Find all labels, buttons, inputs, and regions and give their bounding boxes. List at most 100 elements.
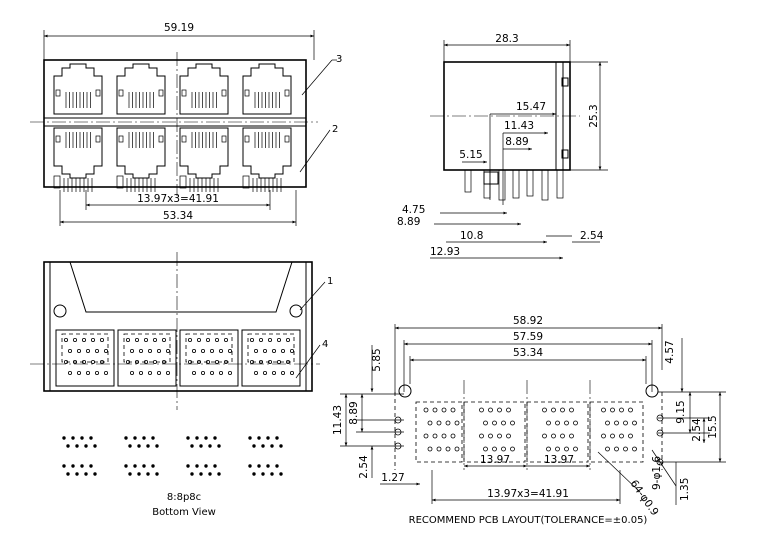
- bottom-module-pin: [165, 370, 170, 375]
- pcb-pin-hole: [569, 433, 574, 439]
- pcb-module-outline: [589, 401, 644, 463]
- bottom-module-pin: [218, 370, 223, 375]
- pcb-pin-hole: [483, 446, 488, 452]
- bottom-module-pin: [187, 337, 192, 342]
- jack-led: [55, 135, 61, 143]
- pcb-pin-hole: [445, 420, 451, 426]
- pcb-pin-hole: [492, 446, 497, 452]
- bottom-module-pin: [196, 359, 201, 364]
- pcb-footprint: [394, 380, 664, 470]
- bottom-module-pin: [86, 370, 91, 375]
- jack-opening: [242, 127, 292, 179]
- pin-dot: [133, 436, 137, 440]
- side-pins: [464, 169, 564, 201]
- front-housing: [43, 59, 307, 188]
- bottom-module-pin: [258, 359, 263, 364]
- pin-dot: [261, 472, 265, 476]
- bottom-module-pin: [276, 337, 281, 342]
- pcb-pin-hole: [632, 420, 637, 426]
- pin-dot: [62, 464, 66, 468]
- bottom-module-pin: [77, 348, 82, 353]
- side-pin: [464, 169, 472, 193]
- bottom-module-pin: [104, 348, 109, 353]
- side-pin: [541, 169, 549, 201]
- jack-led: [55, 89, 61, 97]
- pin-dot: [84, 444, 88, 448]
- pcb-pin-hole: [628, 433, 633, 439]
- pcb-pin-hole: [488, 407, 493, 413]
- callout-2: 2: [332, 124, 338, 135]
- bottom-module-pin: [68, 370, 73, 375]
- pcb-pin-hole: [450, 407, 456, 413]
- dim-h-right-2: 9.15: [675, 400, 687, 423]
- dim-port-pitch: 13.97x3=41.91: [137, 193, 219, 205]
- bottom-module-pin: [134, 359, 139, 364]
- bottom-module-pin: [196, 337, 201, 342]
- jack-led: [244, 135, 250, 143]
- pin-dot: [217, 444, 221, 448]
- dim-bottom-3: 13.97: [544, 454, 574, 466]
- bottom-module-pin: [156, 370, 161, 375]
- pcb-pin-hole: [551, 433, 556, 439]
- pcb-mount-hole-right: [645, 384, 659, 398]
- pcb-led-hole: [656, 414, 664, 422]
- pin-dot: [146, 444, 150, 448]
- bottom-module-pin: [104, 370, 109, 375]
- pcb-pin-hole: [619, 407, 624, 413]
- bottom-module-pad: [185, 333, 233, 363]
- pin-dot: [279, 444, 283, 448]
- pcb-pin-hole: [497, 433, 502, 439]
- dim-h-left-1: 5.85: [371, 348, 383, 371]
- pcb-pin-hole: [555, 420, 560, 426]
- bottom-module-pin: [218, 348, 223, 353]
- jack-opening: [53, 127, 103, 179]
- bottom-module-pin: [205, 359, 210, 364]
- bottom-module-pin: [138, 370, 143, 375]
- bottom-module-pin: [82, 337, 87, 342]
- bottom-module-pin: [91, 337, 96, 342]
- mount-post-left: [53, 304, 67, 318]
- pcb-pin-hole: [492, 420, 497, 426]
- jack-row-top: [53, 63, 292, 115]
- pin-dot: [151, 436, 155, 440]
- bottom-module-pin: [82, 359, 87, 364]
- pin-dot: [128, 472, 132, 476]
- pcb-led-hole: [656, 458, 664, 466]
- jack-led: [244, 89, 250, 97]
- jack-led: [181, 135, 187, 143]
- pcb-pin-hole: [564, 446, 569, 452]
- bottom-module-pin: [138, 348, 143, 353]
- dim-h: 2.54: [580, 230, 604, 242]
- bottom-module-pin: [129, 370, 134, 375]
- bottom-module-pin: [73, 337, 78, 342]
- bottom-module-pin: [285, 337, 290, 342]
- bottom-module-pin: [227, 348, 232, 353]
- pin-dot: [275, 464, 279, 468]
- front-view: 59.19 3 2 13.97x3=41.91 53.34: [30, 22, 342, 226]
- dim-h-left-3: 8.89: [348, 401, 360, 424]
- pcb-pin-hole: [506, 407, 511, 413]
- bottom-module-pin: [91, 359, 96, 364]
- dim-bottom-2: 13.97: [480, 454, 510, 466]
- bottom-module-pin: [271, 348, 276, 353]
- bottom-module: [117, 329, 177, 387]
- bottom-module-pin: [73, 359, 78, 364]
- pin-dot: [75, 444, 79, 448]
- pcb-pin-hole: [501, 446, 506, 452]
- bottom-module-pin: [77, 370, 82, 375]
- pcb-pin-hole: [605, 420, 610, 426]
- pcb-pin-hole: [432, 433, 438, 439]
- pcb-led-hole: [394, 416, 402, 424]
- bottom-housing: [43, 261, 313, 392]
- pcb-pin-hole: [483, 420, 488, 426]
- pin-dot: [204, 464, 208, 468]
- pcb-pin-hole: [497, 407, 502, 413]
- bottom-module-pin: [143, 359, 148, 364]
- pcb-pin-hole: [510, 420, 515, 426]
- bottom-module-pin: [156, 348, 161, 353]
- pcb-pin-hole: [546, 446, 551, 452]
- jack-opening: [179, 127, 229, 179]
- bottom-module-pin: [64, 337, 69, 342]
- pin-dot: [80, 436, 84, 440]
